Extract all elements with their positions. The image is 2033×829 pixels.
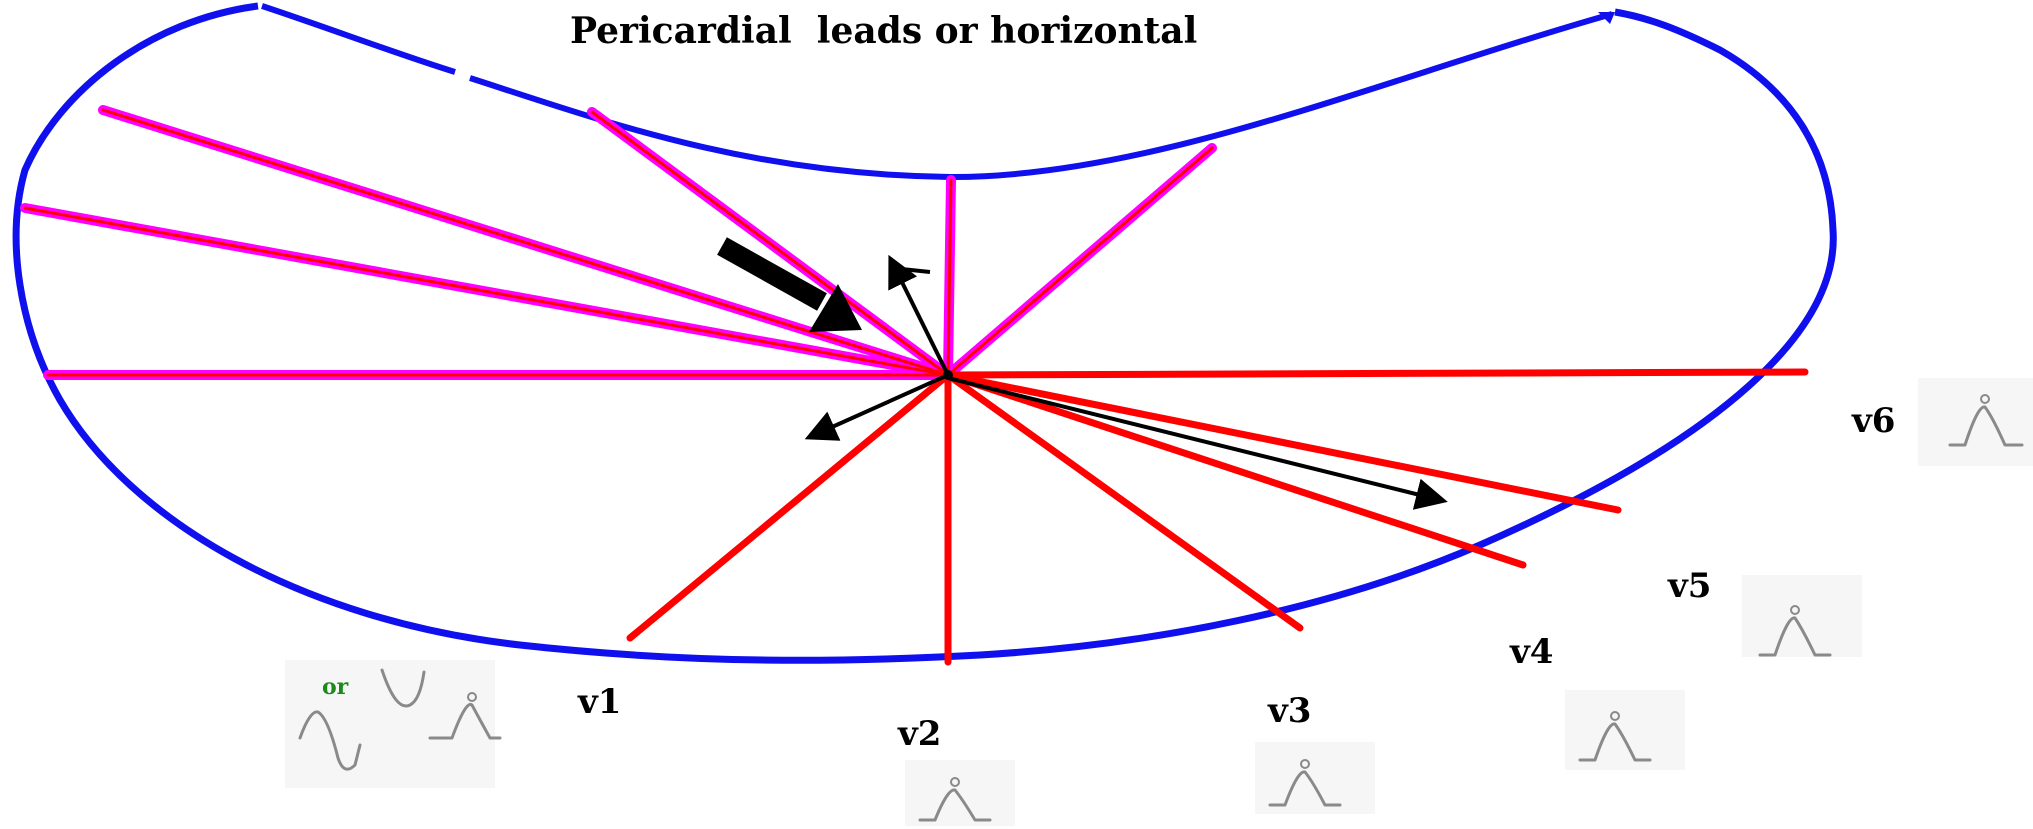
v4-waveform-group (1565, 690, 1685, 770)
lead-label-v2: v2 (897, 714, 941, 754)
or-label: or (322, 674, 349, 700)
negative-lead-axes (25, 110, 1212, 375)
diagram-title: Pericardial leads or horizontal (570, 10, 1197, 52)
lead-label-v3: v3 (1267, 691, 1311, 731)
v6-axis (948, 372, 1805, 375)
v2-waveform-group (905, 760, 1015, 826)
v1-waveform-group: or (285, 660, 500, 788)
lead-label-v6: v6 (1851, 401, 1895, 441)
v1-axis (630, 375, 948, 638)
v3-waveform-group (1255, 742, 1375, 814)
lead-label-v4: v4 (1509, 632, 1553, 672)
center-point (943, 370, 953, 380)
chest-outline (16, 6, 1833, 660)
vector-arrows (812, 262, 1440, 500)
lead-label-v5: v5 (1667, 566, 1711, 606)
main-vector-arrow (948, 378, 1440, 500)
v5-waveform-group (1742, 575, 1862, 657)
lead-label-v1: v1 (577, 682, 621, 722)
lead-labels: v1 v2 v3 v4 v5 v6 (577, 401, 1895, 754)
v6-waveform-group (1918, 378, 2033, 466)
v5-axis (948, 375, 1618, 510)
positive-lead-axes (630, 372, 1805, 662)
